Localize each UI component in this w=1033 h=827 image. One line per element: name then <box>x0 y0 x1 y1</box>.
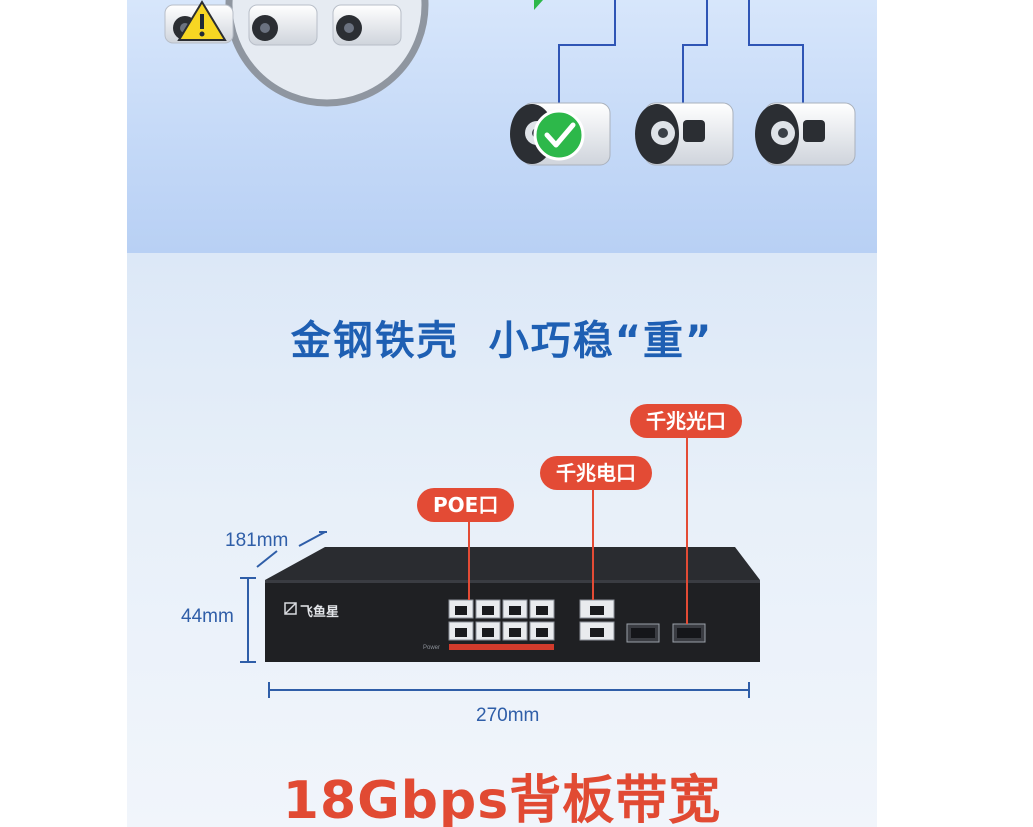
connection-wires <box>558 0 804 108</box>
headline: 金钢铁壳小巧稳“重” <box>127 308 877 366</box>
poe-label-strip <box>449 644 554 650</box>
sfp-ports <box>626 623 706 643</box>
dimension-height: 44mm <box>181 606 234 627</box>
warning-icon <box>177 0 227 41</box>
headline-part2: 小巧稳“重” <box>488 318 714 364</box>
switch-illustration <box>240 436 760 698</box>
dimension-depth: 181mm <box>225 530 289 551</box>
brand-logo-icon <box>284 602 297 615</box>
headline-part1: 金钢铁壳 <box>290 318 459 364</box>
camera-2 <box>635 102 734 166</box>
callout-lines <box>468 436 688 624</box>
camera-diagram <box>164 0 856 166</box>
check-icon <box>533 109 585 161</box>
switch-top-face <box>265 547 760 580</box>
arrow-fragment <box>534 0 543 10</box>
callout-gigabit-optical-port: 千兆光口 <box>630 404 742 438</box>
callout-gigabit-electric-port: 千兆电口 <box>540 456 652 490</box>
switch-section <box>127 253 877 827</box>
brand-label: 飞鱼星 <box>300 605 340 620</box>
camera-3 <box>755 102 856 166</box>
camera-diagram-section <box>127 0 877 253</box>
callout-poe-port: POE口 <box>417 488 515 522</box>
small-camera-3 <box>332 4 402 46</box>
dimension-width: 270mm <box>476 705 540 726</box>
small-camera-2 <box>248 4 318 46</box>
product-panel: 金钢铁壳小巧稳“重” <box>127 0 877 827</box>
dimension-lines <box>240 531 750 698</box>
backplane-bandwidth-headline: 18Gbps背板带宽 <box>282 771 722 827</box>
power-label: Power <box>423 645 441 651</box>
